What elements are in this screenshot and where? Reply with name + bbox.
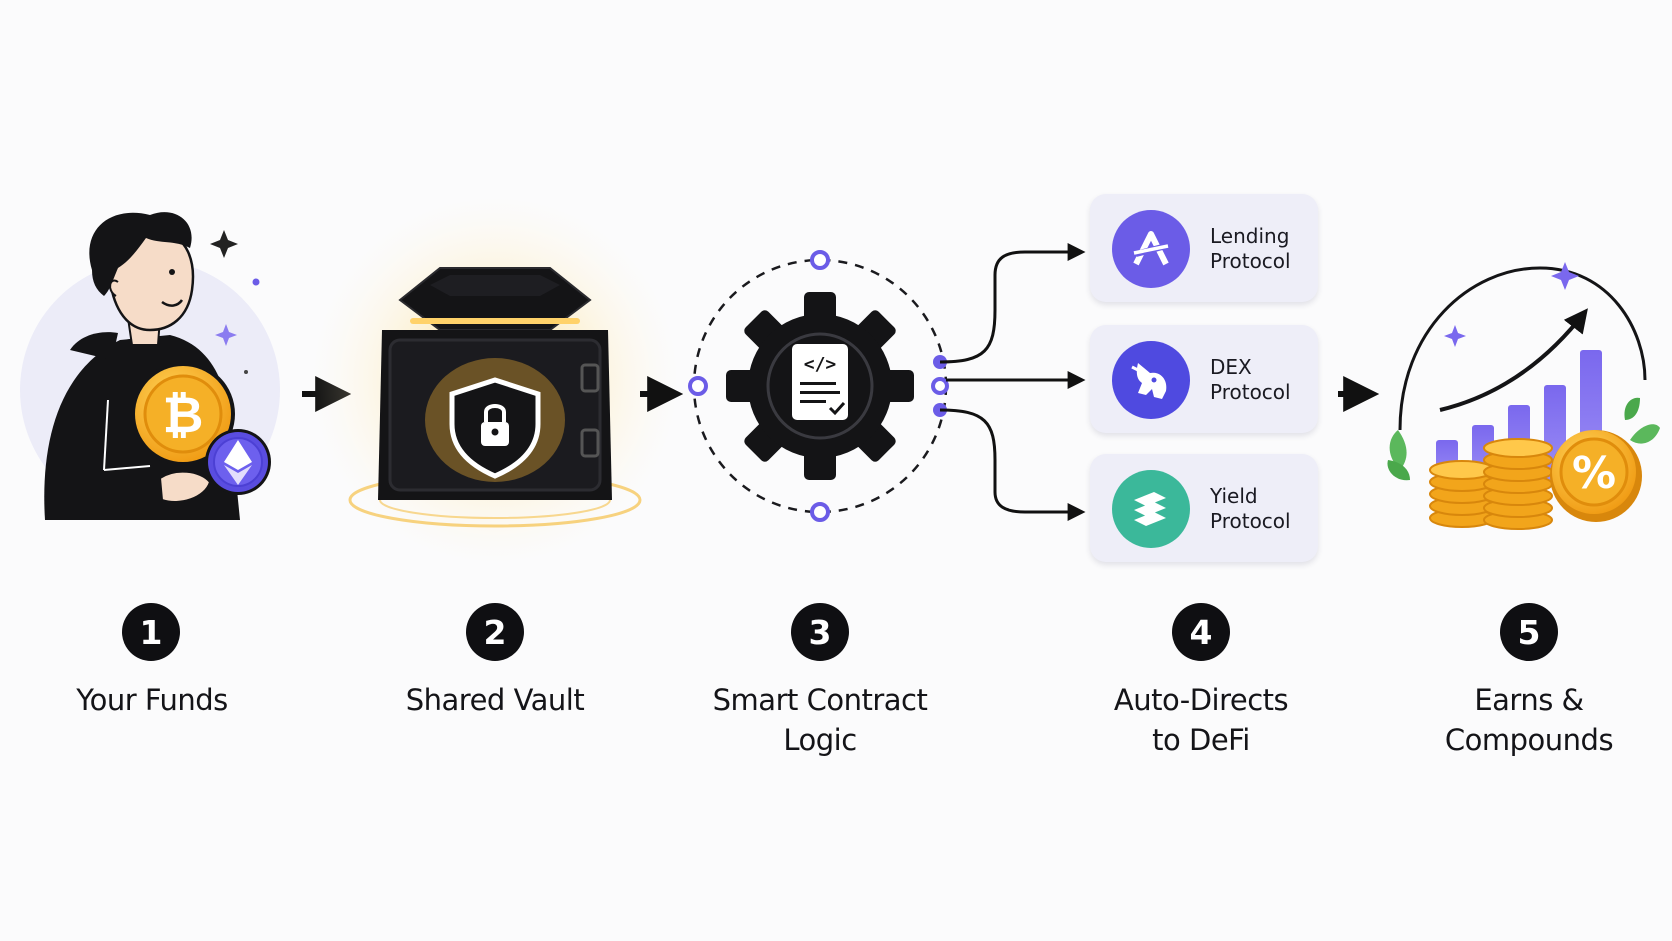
step-number-4: 4 [1172,603,1230,661]
svg-text:</>: </> [804,354,837,375]
aave-logo-icon [1112,210,1190,288]
unicorn-logo-icon [1112,341,1190,419]
protocol-card-yield: Yield Protocol [1090,454,1318,562]
step-number-1: 1 [122,603,180,661]
protocol-card-dex: DEX Protocol [1090,325,1318,433]
svg-text:%: % [1572,448,1616,499]
protocol-card-lending: Lending Protocol [1090,194,1318,302]
step-label-3: Smart Contract Logic [712,683,928,757]
vault-shield-lock-icon [310,195,680,565]
step-label-2: Shared Vault [405,683,585,717]
percent-coin-icon: % [1550,430,1642,522]
step-number-5: 5 [1500,603,1558,661]
gear-contract-icon: </> [688,250,949,522]
protocol-name: Yield Protocol [1210,484,1291,533]
protocol-name: Lending Protocol [1210,224,1291,273]
svg-text:₿: ₿ [163,386,204,444]
layers-logo-icon [1112,470,1190,548]
step-label-5: Earns & Compounds [1444,683,1614,757]
bitcoin-coin-icon: ₿ [131,362,235,466]
step-label-4: Auto-Directs to DeFi [1113,683,1289,757]
step-number-3: 3 [791,603,849,661]
step-label-1: Your Funds [76,683,228,717]
step-number-2: 2 [466,603,524,661]
ethereum-coin-icon [205,429,271,495]
protocol-name: DEX Protocol [1210,355,1291,404]
